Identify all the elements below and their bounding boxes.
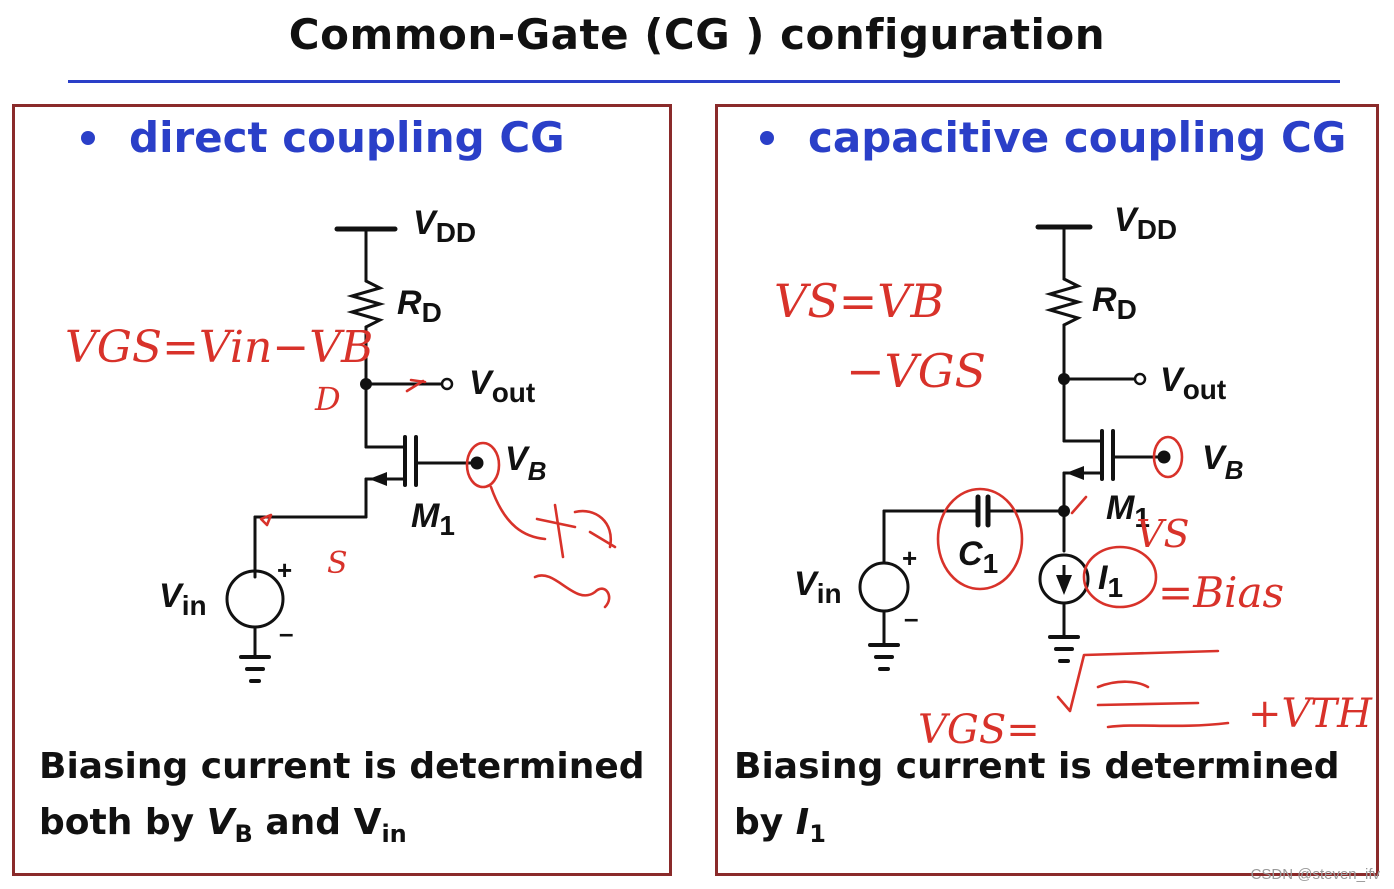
bullet-dot-icon: [760, 130, 774, 145]
svg-text:VDD: VDD: [413, 204, 476, 248]
ink-mark: [1070, 495, 1088, 515]
ink-vgs-equation: VGS=Vin−VB: [65, 322, 373, 373]
vout-terminal: [440, 377, 454, 391]
ink-vs-equation: VS=VB: [774, 274, 944, 328]
svg-text:+: +: [902, 543, 917, 573]
vout-terminal: [1133, 372, 1147, 386]
heading-direct-coupling: direct coupling CG: [81, 113, 565, 162]
node-dot: [1058, 505, 1070, 517]
svg-text:VB: VB: [505, 440, 546, 486]
vb-terminal: [1157, 450, 1171, 464]
vin-source-icon: [225, 569, 285, 629]
circuit-capacitive-coupling: VDD RD Vout VB M1 C1 I1 Vin + – VS=VB −V…: [774, 201, 1373, 753]
svg-text:M1: M1: [411, 497, 455, 541]
ink-vgs-formula: VGS=: [918, 707, 1040, 753]
current-arrow-icon: [1056, 575, 1072, 595]
ink-d: D: [314, 380, 341, 418]
ink-sqrt-fraction: [1056, 649, 1230, 729]
ink-chinese-note: [489, 485, 617, 609]
source-arrow-icon: [1066, 466, 1084, 480]
panel-direct-coupling: direct coupling CG: [12, 104, 672, 876]
heading-text: direct coupling CG: [129, 113, 565, 162]
heading-text: capacitive coupling CG: [808, 113, 1347, 162]
resistor-rd: [1044, 277, 1084, 327]
vin-source-icon: [858, 561, 910, 613]
resistor-rd: [346, 279, 386, 329]
panel-capacitive-coupling: capacitive coupling CG: [715, 104, 1379, 876]
svg-text:+: +: [277, 555, 292, 585]
ink-circle-i1: [1082, 545, 1158, 609]
ink-arrow: [405, 378, 427, 393]
svg-text:I1: I1: [1098, 559, 1123, 603]
page-title: Common-Gate (CG ) configuration: [288, 10, 1106, 59]
title-underline: [68, 80, 1340, 83]
caption-line1: Biasing current is determined: [734, 746, 1340, 787]
circuit-direct-coupling: VDD RD Vout VB M1 Vin + – VGS=Vin−VB D S: [65, 204, 617, 683]
ink-circle-vb: [1152, 435, 1184, 479]
svg-text:M1: M1: [1106, 489, 1150, 533]
ink-bias-label: =Bias: [1158, 568, 1284, 617]
node-dot: [1058, 373, 1070, 385]
ink-s: S: [327, 546, 348, 581]
svg-text:Vin: Vin: [159, 577, 207, 621]
svg-text:VB: VB: [1202, 439, 1243, 485]
node-dot: [360, 378, 372, 390]
svg-text:–: –: [279, 618, 293, 648]
svg-text:RD: RD: [1092, 281, 1137, 325]
ink-plus-vth: +VTH: [1248, 691, 1373, 737]
heading-capacitive-coupling: capacitive coupling CG: [760, 113, 1346, 162]
svg-text:C1: C1: [958, 535, 998, 579]
source-arrow-icon: [369, 472, 387, 486]
ink-minus-vgs: −VGS: [846, 344, 986, 398]
vb-terminal: [470, 456, 484, 470]
ink-circle-c1: [936, 487, 1024, 591]
caption-capacitive-coupling: Biasing current is determined by I1: [734, 739, 1340, 862]
caption-line2: both by VB and Vin: [39, 802, 407, 848]
svg-text:VDD: VDD: [1114, 201, 1177, 245]
svg-text:RD: RD: [397, 284, 442, 328]
bullet-dot-icon: [81, 130, 95, 145]
caption-direct-coupling: Biasing current is determined both by VB…: [39, 739, 645, 862]
watermark: CSDN @steven_ifv: [1250, 866, 1380, 883]
svg-text:–: –: [904, 603, 918, 633]
caption-line2: by I1: [734, 802, 826, 848]
svg-text:Vout: Vout: [1160, 361, 1226, 405]
svg-text:Vout: Vout: [469, 364, 535, 408]
ink-vs-label: VS: [1136, 512, 1189, 556]
ink-circle-vb: [465, 441, 501, 489]
svg-text:Vin: Vin: [794, 565, 842, 609]
caption-line1: Biasing current is determined: [39, 746, 645, 787]
ink-source-mark: [259, 513, 273, 527]
